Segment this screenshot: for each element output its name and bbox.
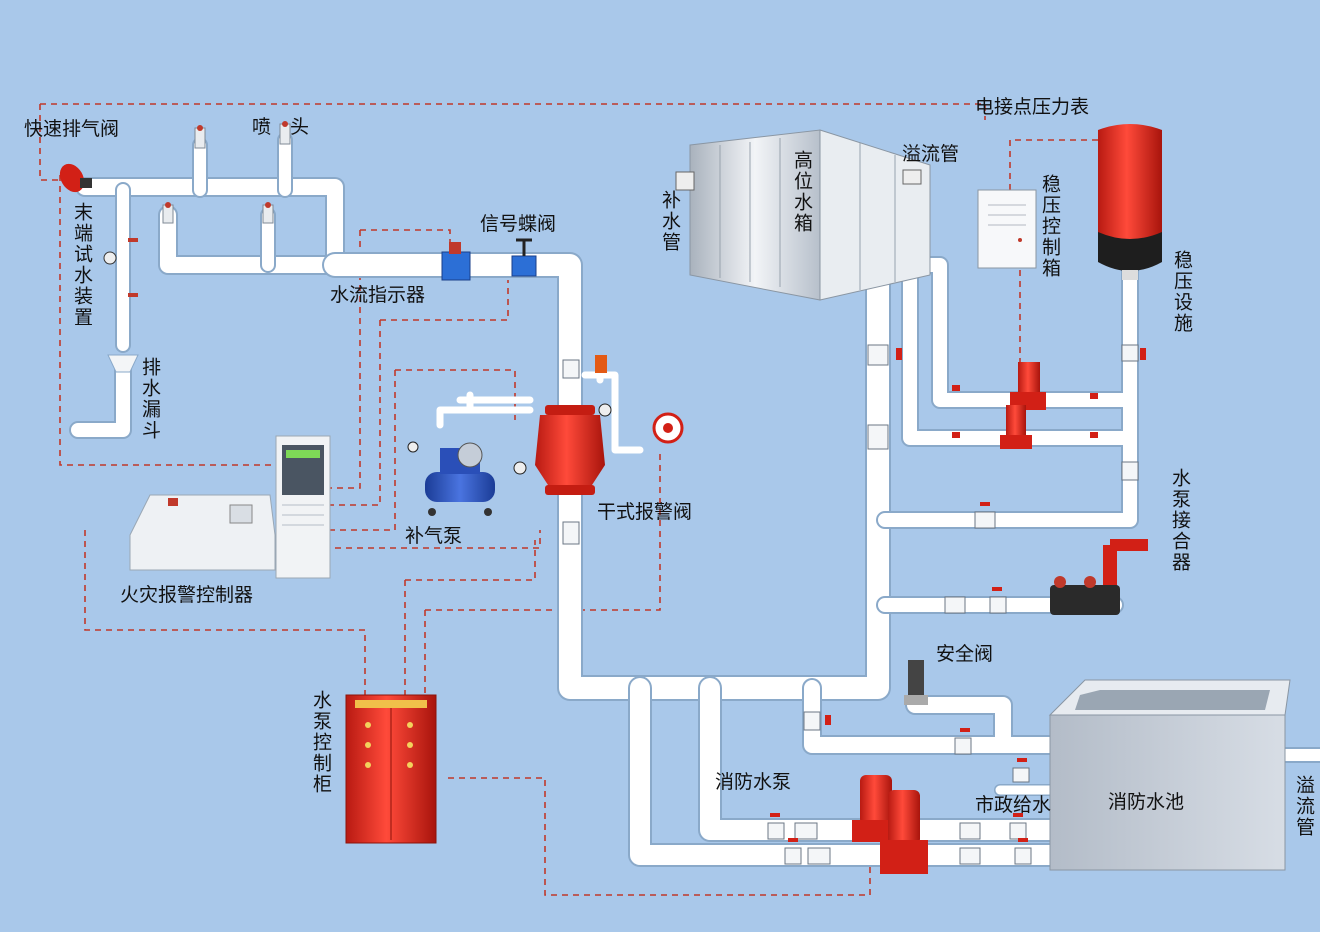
stabilizer-pump-icon (1000, 362, 1046, 449)
label-dry-alarm-valve: 干式报警阀 (597, 501, 693, 523)
fire-alarm-controller-icon (129, 435, 331, 579)
label-makeup-pipe: 补水管 (659, 190, 681, 253)
alarm-bell-icon (652, 412, 684, 444)
label-pressure-control-box: 稳压控制箱 (1039, 174, 1061, 279)
label-fire-pool: 消防水池 (1108, 791, 1185, 813)
fire-pool-icon (1048, 679, 1291, 871)
label-high-water-tank: 高位水箱 (791, 150, 813, 234)
pressure-control-box-icon (977, 189, 1037, 269)
quick-exhaust-valve-icon (59, 163, 92, 193)
pump-adapter-icon (1050, 539, 1148, 615)
label-fire-pump: 消防水泵 (715, 771, 792, 793)
water-flow-indicator-icon (441, 242, 471, 281)
fire-pump-icon (852, 775, 928, 874)
label-overflow-pipe-side: 溢流管 (1293, 775, 1315, 838)
label-signal-butterfly-valve: 信号蝶阀 (480, 213, 557, 235)
label-end-test-device: 末端试水装置 (71, 202, 93, 328)
label-drain-funnel: 排水漏斗 (139, 357, 161, 441)
air-compressor-icon (407, 441, 495, 516)
label-pump-control-cabinet: 水泵控制柜 (310, 690, 332, 795)
label-water-flow-indicator: 水流指示器 (330, 284, 426, 306)
safety-valve-icon (904, 660, 928, 705)
pipe-network (69, 132, 1320, 867)
label-safety-valve: 安全阀 (936, 643, 994, 665)
butterfly-valve-icon (511, 238, 537, 277)
label-sprinkler-head: 喷 头 (252, 116, 310, 138)
label-overflow-pipe-top: 溢流管 (902, 143, 960, 165)
high-water-tank-icon (675, 129, 931, 301)
label-municipal-supply: 市政给水 (975, 794, 1052, 816)
pressure-tank-icon (1098, 124, 1162, 280)
label-air-pump: 补气泵 (405, 525, 463, 547)
end-test-device-icon (103, 238, 138, 297)
drain-funnel-icon (107, 354, 139, 373)
dry-alarm-valve-icon (513, 355, 612, 495)
label-quick-exhaust-valve: 快速排气阀 (24, 118, 120, 140)
label-contact-pressure-gauge: 电接点压力表 (975, 96, 1090, 118)
sprinkler-head-icon (162, 123, 291, 224)
label-fire-alarm-controller: 火灾报警控制器 (120, 584, 254, 606)
gate-valve-icon (562, 344, 1139, 865)
signal-wiring (39, 103, 1100, 896)
label-pressure-device: 稳压设施 (1171, 250, 1193, 334)
label-pump-adapter: 水泵接合器 (1169, 468, 1191, 573)
pump-control-cabinet-icon (345, 694, 437, 844)
